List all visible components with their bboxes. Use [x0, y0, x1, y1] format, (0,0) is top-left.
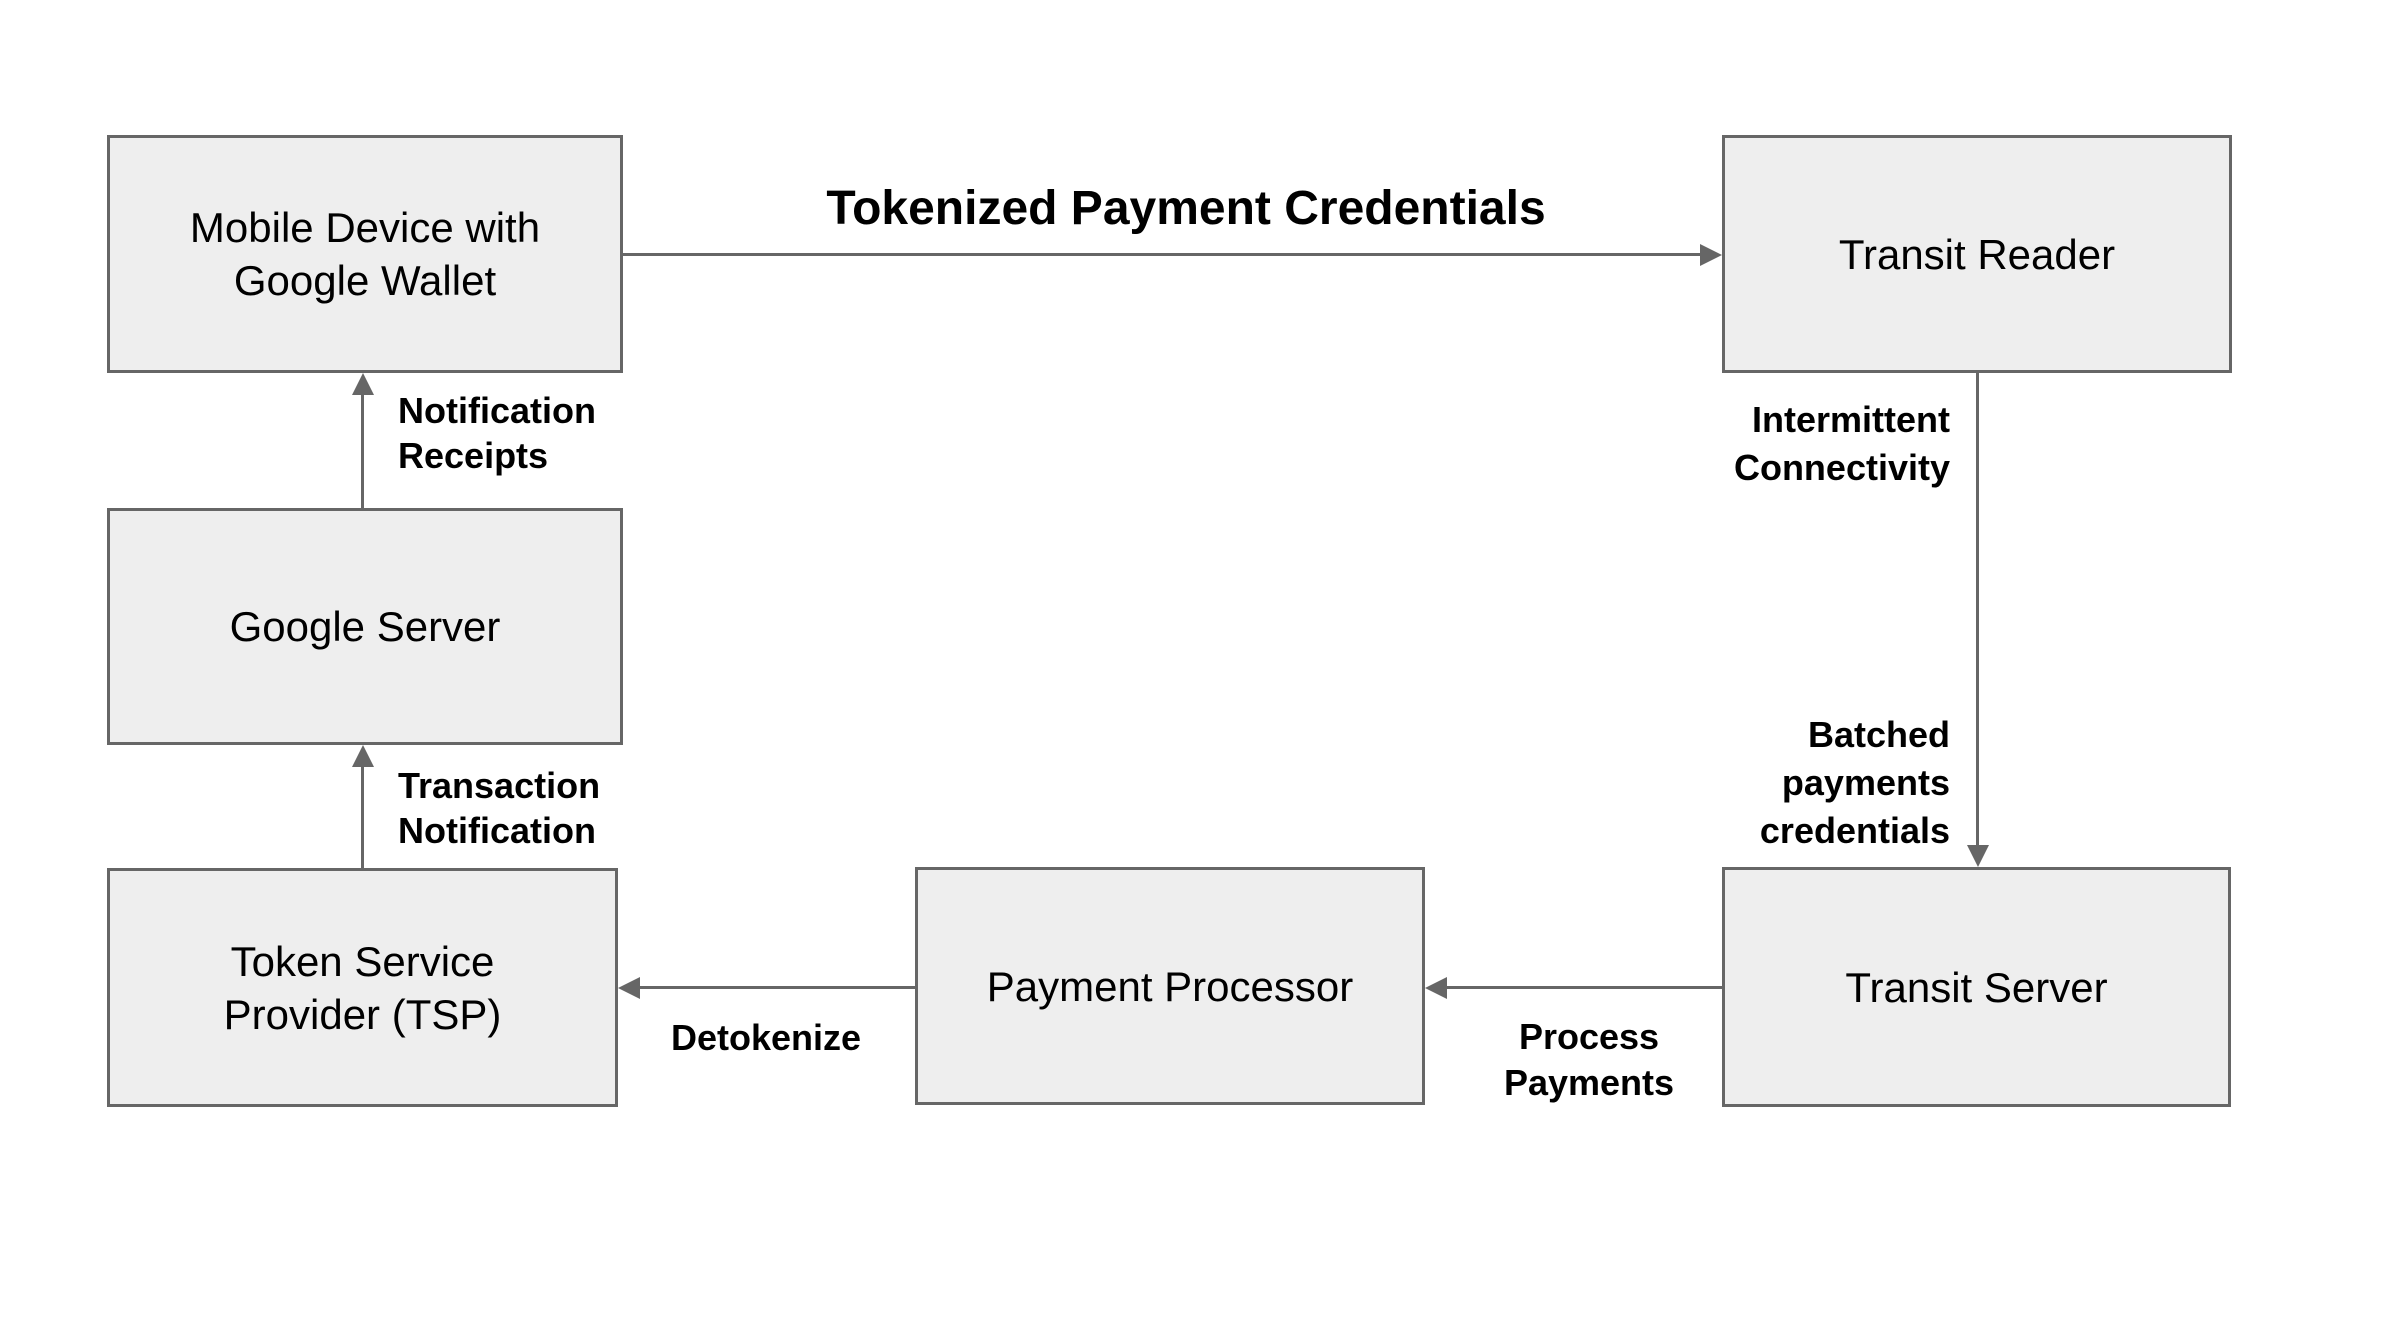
node-label: Mobile Device with Google Wallet: [189, 204, 541, 304]
arrow-reader-to-server-line: [1976, 373, 1979, 847]
arrowhead-left-icon: [618, 977, 640, 999]
node-token-service-provider: Token Service Provider (TSP): [107, 868, 618, 1107]
edge-label-detokenize: Detokenize: [670, 1017, 862, 1058]
arrow-google-to-mobile-line: [361, 395, 364, 508]
arrow-processor-to-tsp-line: [640, 986, 915, 989]
edge-label-intermittent-connectivity: Intermittent Connectivity: [1733, 399, 1950, 488]
edge-label-transaction-notification: Transaction Notification: [398, 765, 601, 851]
node-google-server: Google Server: [107, 508, 623, 745]
node-payment-processor: Payment Processor: [915, 867, 1425, 1105]
arrowhead-up-icon: [352, 745, 374, 767]
arrow-tsp-to-google-line: [361, 767, 364, 868]
node-label: Transit Reader: [1838, 230, 2116, 278]
node-transit-reader: Transit Reader: [1722, 135, 2232, 373]
node-label: Token Service Provider (TSP): [223, 937, 502, 1038]
node-label: Google Server: [229, 603, 501, 650]
edge-label-notification-receipts: Notification Receipts: [398, 390, 596, 476]
arrowhead-down-icon: [1967, 845, 1989, 867]
node-transit-server: Transit Server: [1722, 867, 2231, 1107]
edge-label-process-payments: Process Payments: [1503, 1016, 1675, 1103]
node-label: Payment Processor: [986, 962, 1354, 1010]
edge-label-batched-payments-credentials: Batched payments credentials: [1759, 714, 1950, 851]
arrow-mobile-to-reader-line: [623, 253, 1702, 256]
arrowhead-left-icon: [1425, 977, 1447, 999]
arrowhead-up-icon: [352, 373, 374, 395]
arrow-server-to-processor-line: [1447, 986, 1722, 989]
edge-label-tokenized-payment-credentials: Tokenized Payment Credentials: [826, 182, 1546, 235]
node-label: Transit Server: [1845, 963, 2108, 1011]
arrowhead-right-icon: [1700, 244, 1722, 266]
node-mobile-device-google-wallet: Mobile Device with Google Wallet: [107, 135, 623, 373]
